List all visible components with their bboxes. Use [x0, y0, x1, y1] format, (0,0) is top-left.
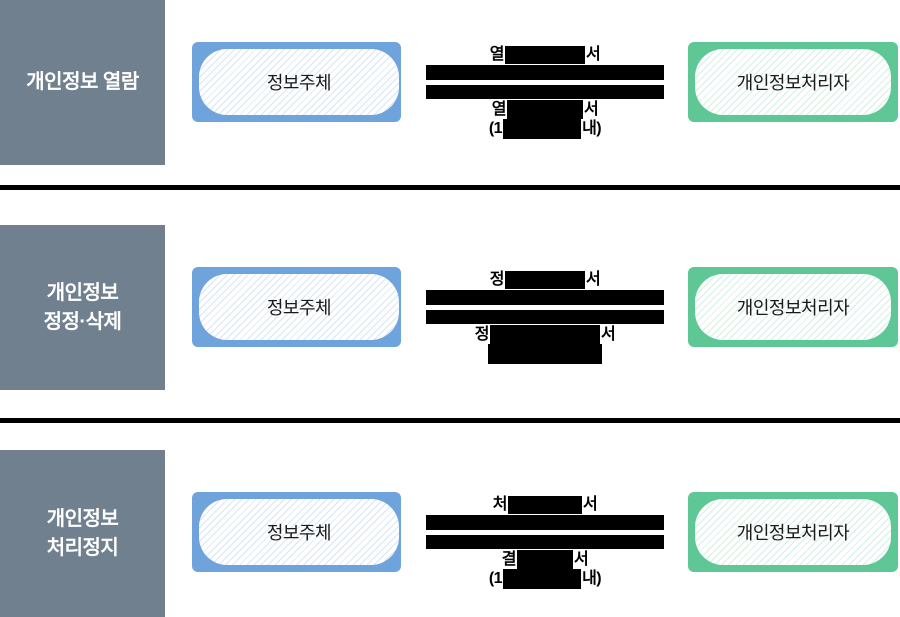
redaction-bar	[426, 85, 664, 99]
data-subject-box: 정보주체	[192, 267, 401, 347]
section-correction-deletion: 개인정보 정정·삭제 정보주체 정 서 정 서	[0, 225, 900, 393]
redaction-box	[503, 119, 582, 139]
data-processor-label: 개인정보처리자	[695, 499, 891, 565]
deadline-note-row: (1 내)	[426, 569, 664, 589]
note-fragment-right: 내)	[582, 570, 602, 587]
note-fragment-left: (1	[488, 570, 503, 587]
data-subject-label: 정보주체	[199, 499, 399, 565]
redaction-bar	[426, 535, 664, 549]
message-column: 정 서 정 서	[426, 270, 664, 370]
section-title-line: 개인정보 열람	[26, 71, 139, 93]
request-label-fragment-right: 서	[586, 45, 601, 63]
redaction-box	[488, 344, 602, 364]
deadline-note-row	[426, 344, 664, 364]
data-subject-label: 정보주체	[199, 49, 399, 115]
deadline-note-row: (1 내)	[426, 119, 664, 139]
response-label-row: 열 서	[426, 100, 664, 119]
redaction-bar	[426, 310, 664, 324]
message-column: 처 서 결 서 (1 내)	[426, 495, 664, 595]
data-processor-box: 개인정보처리자	[688, 492, 898, 572]
redaction-box	[517, 550, 573, 569]
section-title-line: 개인정보	[46, 507, 119, 530]
redaction-bar	[426, 290, 664, 305]
data-subject-box: 정보주체	[192, 42, 401, 122]
section-processing-suspension: 개인정보 처리정지 정보주체 처 서 결 서 (1 내)	[0, 450, 900, 617]
data-processor-box: 개인정보처리자	[688, 42, 898, 122]
note-fragment-left: (1	[488, 120, 503, 137]
response-label-fragment-right: 서	[601, 325, 616, 343]
note-fragment-right: 내)	[582, 120, 602, 137]
section-title-line: 처리정지	[46, 536, 119, 559]
request-label-row: 정 서	[426, 270, 664, 289]
response-label-fragment-left: 정	[474, 325, 490, 343]
section-title-correction: 개인정보 정정·삭제	[0, 225, 165, 390]
request-label-fragment-left: 처	[492, 495, 508, 513]
section-title-suspension: 개인정보 처리정지	[0, 450, 165, 617]
redaction-box	[505, 45, 585, 64]
response-label-row: 결 서	[426, 550, 664, 569]
message-column: 열 서 열 서 (1 내)	[426, 45, 664, 145]
data-subject-box: 정보주체	[192, 492, 401, 572]
request-label-fragment-left: 열	[489, 45, 505, 63]
redaction-box	[507, 100, 583, 119]
request-label-fragment-left: 정	[489, 270, 505, 288]
request-label-row: 처 서	[426, 495, 664, 514]
redaction-box	[490, 325, 600, 344]
request-label-fragment-right: 서	[586, 270, 601, 288]
section-divider	[0, 185, 900, 190]
response-label-fragment-left: 결	[501, 550, 517, 568]
redaction-box	[508, 495, 582, 514]
data-processor-label: 개인정보처리자	[695, 274, 891, 340]
section-title-line: 정정·삭제	[43, 310, 122, 333]
data-processor-box: 개인정보처리자	[688, 267, 898, 347]
section-access: 개인정보 열람 정보주체 열 서 열 서 (1 내)	[0, 0, 900, 168]
section-divider	[0, 418, 900, 423]
data-processor-label: 개인정보처리자	[695, 49, 891, 115]
redaction-box	[505, 270, 585, 289]
section-title-access: 개인정보 열람	[0, 0, 165, 165]
redaction-bar	[426, 515, 664, 530]
response-label-fragment-right: 서	[584, 100, 599, 118]
response-label-fragment-left: 열	[491, 100, 507, 118]
request-label-row: 열 서	[426, 45, 664, 64]
redaction-bar	[426, 65, 664, 80]
data-subject-label: 정보주체	[199, 274, 399, 340]
section-title-line: 개인정보	[46, 281, 119, 304]
response-label-row: 정 서	[426, 325, 664, 344]
redaction-box	[503, 569, 582, 589]
response-label-fragment-right: 서	[574, 550, 589, 568]
request-label-fragment-right: 서	[583, 495, 598, 513]
